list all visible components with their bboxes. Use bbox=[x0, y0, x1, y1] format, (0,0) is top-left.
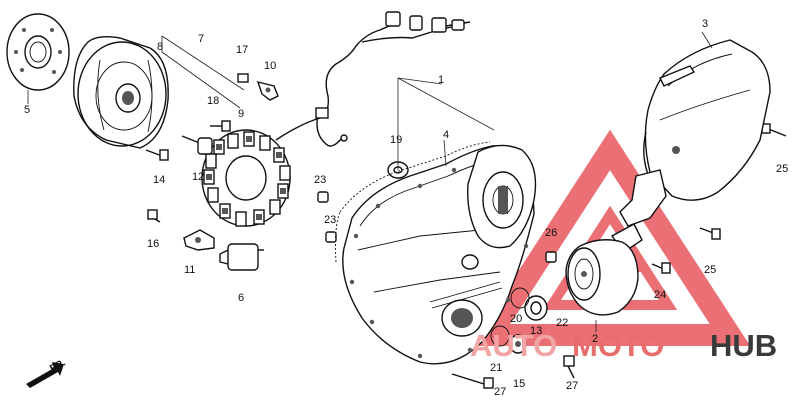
callout-27a: 27 bbox=[494, 386, 506, 398]
callout-2: 2 bbox=[592, 333, 598, 345]
callout-13: 13 bbox=[530, 325, 542, 337]
part-pulse-generator bbox=[219, 243, 264, 271]
watermark-word-b: MOTO bbox=[572, 328, 664, 363]
part-clamp-10 bbox=[256, 81, 279, 101]
part-wire-harness bbox=[275, 11, 471, 147]
callout-19: 19 bbox=[390, 134, 402, 146]
leader-lines bbox=[27, 31, 713, 332]
part-gasket bbox=[335, 141, 491, 263]
bolts bbox=[145, 73, 787, 389]
part-flywheel bbox=[73, 35, 169, 149]
part-rotor-disc bbox=[6, 13, 70, 91]
part-setting-plate-11 bbox=[183, 229, 215, 251]
part-sprocket-cover bbox=[610, 39, 771, 253]
callout-14: 14 bbox=[153, 174, 165, 186]
callout-11: 11 bbox=[184, 264, 195, 276]
callout-3: 3 bbox=[702, 18, 708, 30]
callout-25a: 25 bbox=[776, 163, 788, 175]
callout-7: 7 bbox=[198, 33, 204, 45]
part-oring-21 bbox=[490, 325, 510, 347]
callout-9: 9 bbox=[238, 108, 244, 120]
callout-17: 17 bbox=[236, 44, 248, 56]
watermark-wordmark: AUTO MOTO HUB bbox=[470, 328, 777, 363]
front-label: FR. bbox=[48, 357, 68, 374]
part-plug-15 bbox=[509, 334, 527, 354]
callout-4: 4 bbox=[443, 129, 449, 141]
callout-27b: 27 bbox=[566, 380, 578, 392]
callout-23b: 23 bbox=[324, 214, 336, 226]
callout-22: 22 bbox=[556, 317, 568, 329]
callouts: 1 2 3 4 5 6 7 8 9 10 11 12 13 14 15 16 1… bbox=[24, 18, 788, 398]
callout-18: 18 bbox=[207, 95, 219, 107]
callout-5: 5 bbox=[24, 104, 30, 116]
callout-24: 24 bbox=[654, 289, 666, 301]
part-oil-plug-13 bbox=[524, 295, 548, 321]
callout-23a: 23 bbox=[314, 174, 326, 186]
front-direction-marker: FR. bbox=[26, 357, 68, 388]
callout-20: 20 bbox=[510, 313, 522, 325]
callout-16: 16 bbox=[147, 238, 159, 250]
part-oring-20 bbox=[510, 287, 530, 309]
callout-10: 10 bbox=[264, 60, 276, 72]
part-stator bbox=[201, 129, 291, 227]
watermark-word-c: HUB bbox=[710, 328, 777, 363]
callout-6: 6 bbox=[238, 292, 244, 304]
callout-12: 12 bbox=[192, 171, 204, 183]
watermark-word-a: AUTO bbox=[470, 328, 557, 363]
part-side-cover-2 bbox=[565, 239, 639, 316]
callout-25b: 25 bbox=[704, 264, 716, 276]
callout-8: 8 bbox=[157, 41, 163, 53]
callout-15: 15 bbox=[513, 378, 525, 390]
callout-26: 26 bbox=[545, 227, 557, 239]
callout-1: 1 bbox=[438, 74, 444, 86]
front-arrow-icon bbox=[26, 362, 64, 388]
part-crankcase-cover bbox=[342, 144, 537, 365]
callout-21: 21 bbox=[490, 362, 502, 374]
